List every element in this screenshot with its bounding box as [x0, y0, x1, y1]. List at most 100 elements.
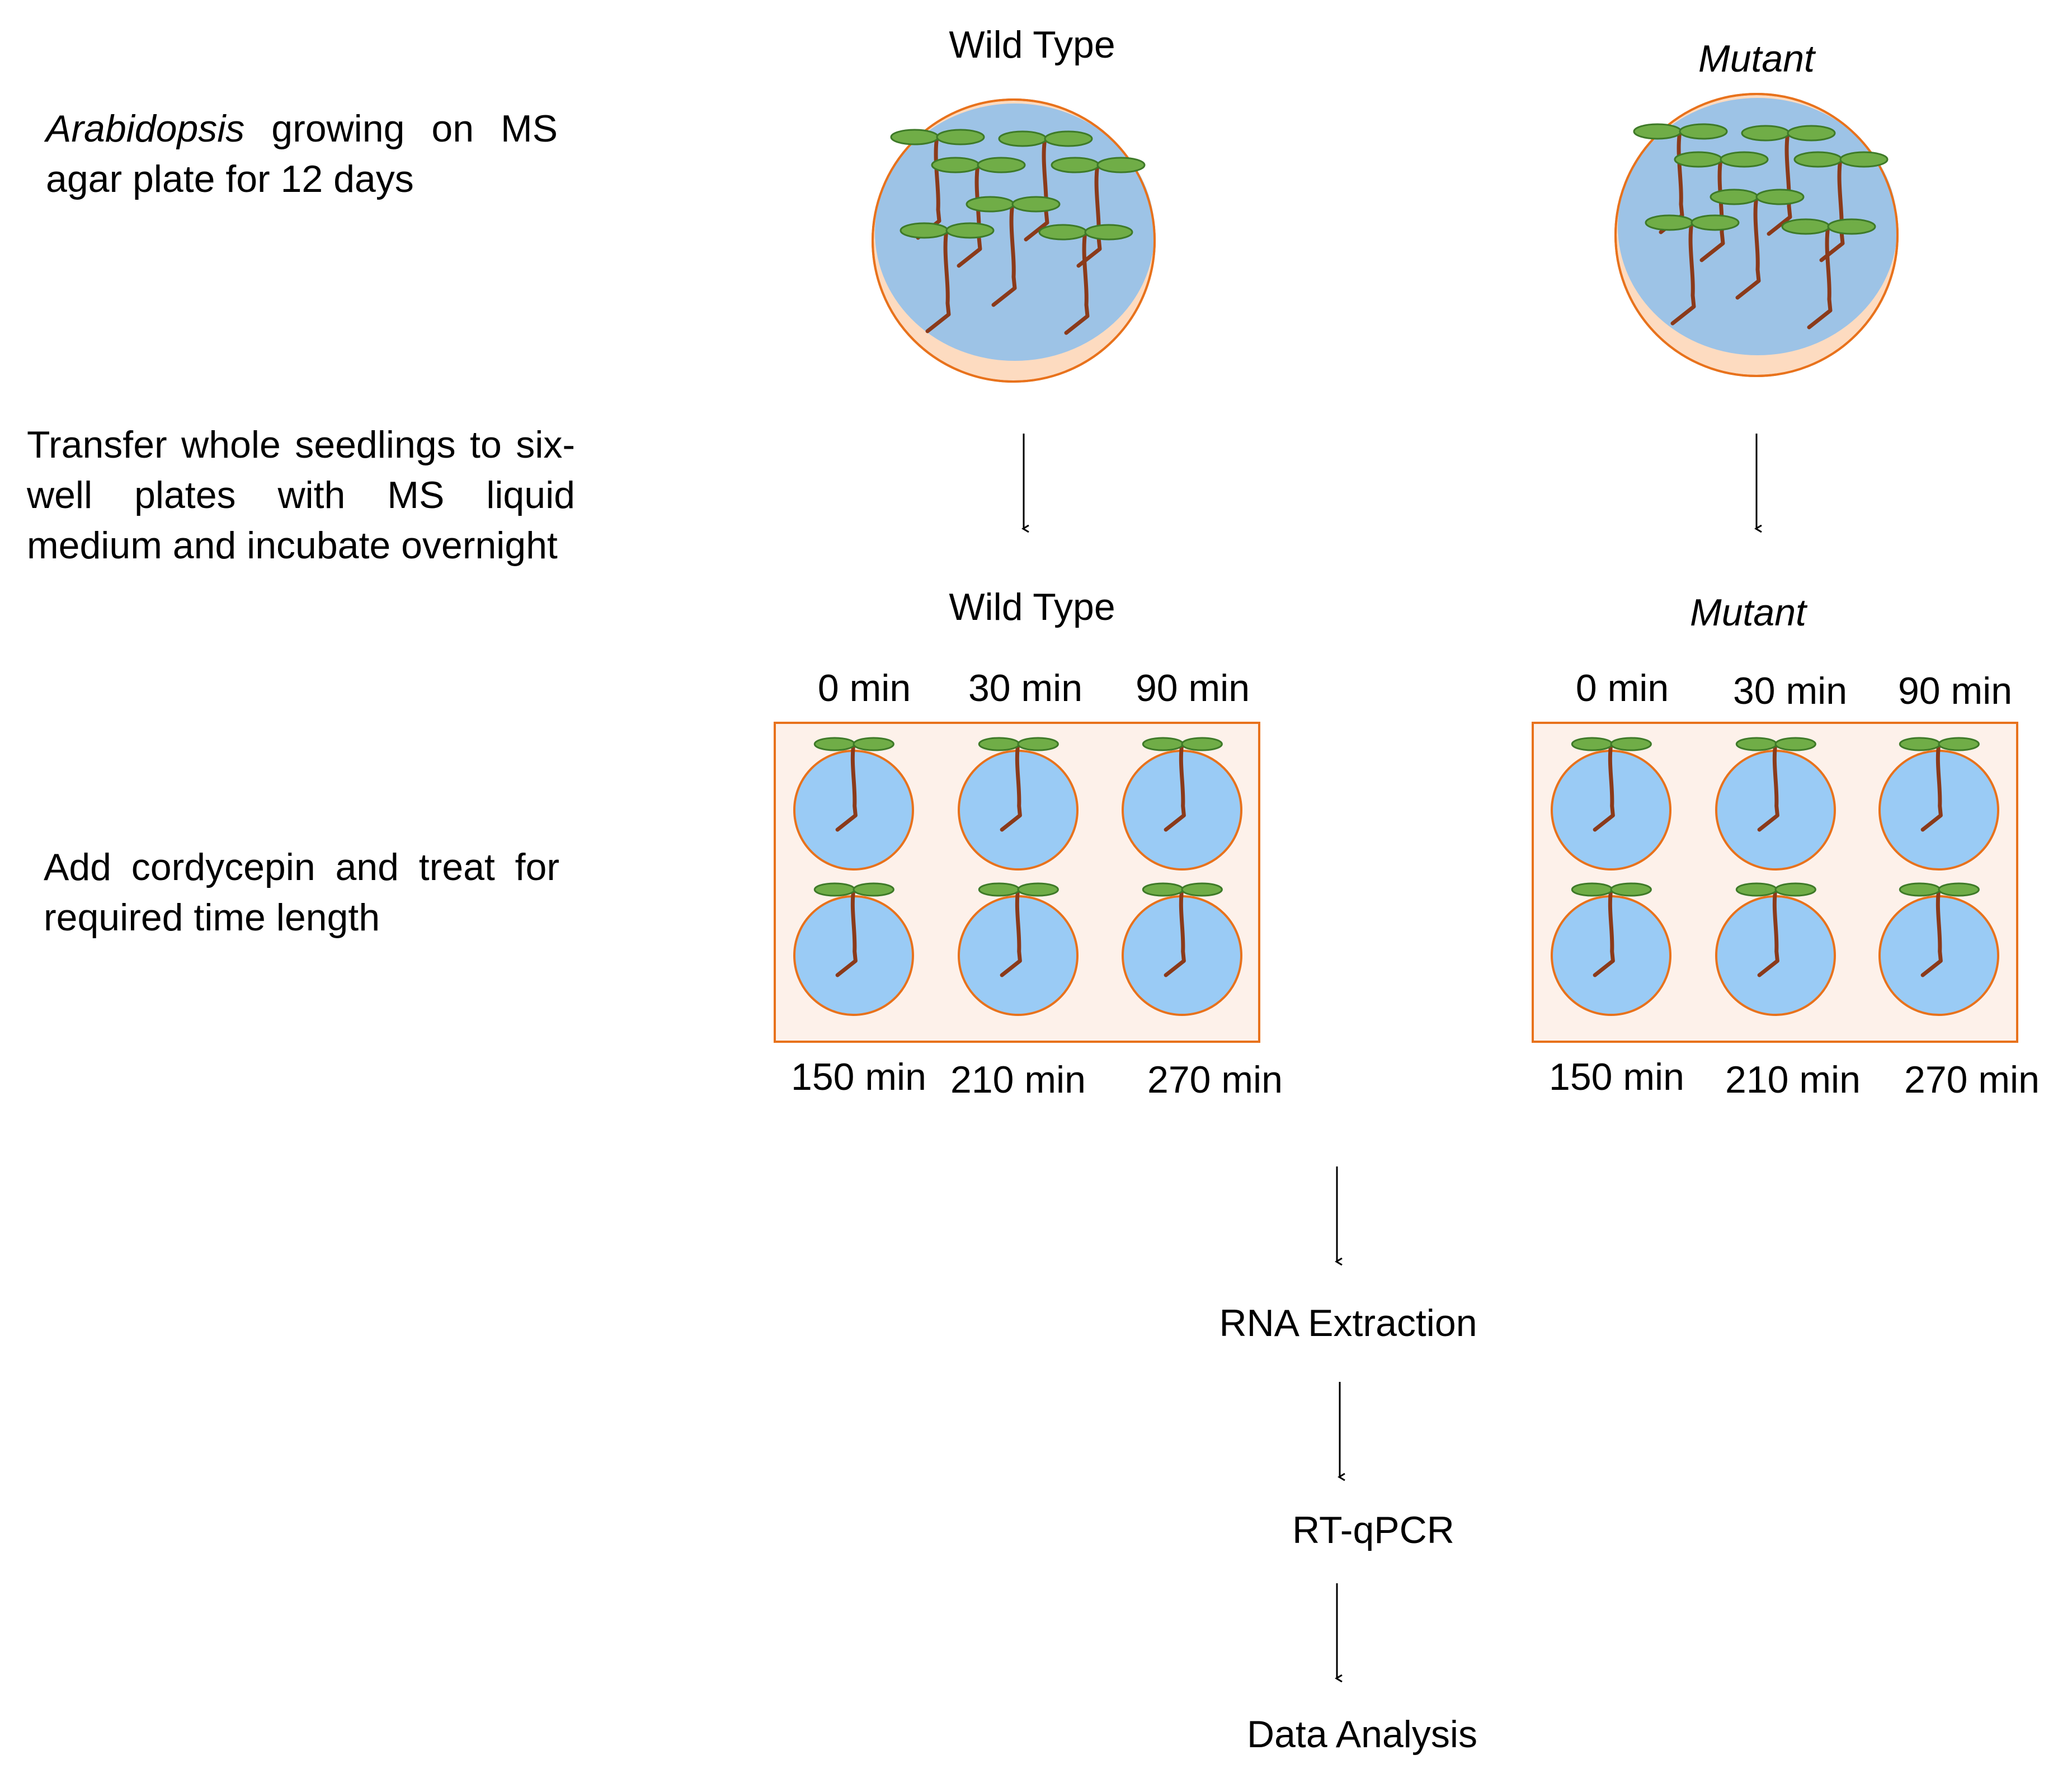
stem-icon	[1767, 131, 1792, 236]
stem-icon	[1920, 742, 1943, 832]
well	[1122, 737, 1242, 871]
wild-type-agar-plate	[872, 98, 1156, 383]
stem-icon	[1757, 887, 1779, 977]
seedling-icon	[1571, 882, 1652, 977]
well	[1551, 737, 1671, 871]
seedling-icon	[1899, 882, 1980, 977]
leaf-icon	[966, 196, 1015, 213]
leaf-icon	[1096, 157, 1146, 173]
leaf-icon	[936, 129, 985, 145]
stem-icon	[925, 228, 951, 333]
stem-icon	[1807, 224, 1833, 330]
leaf-icon	[1690, 214, 1740, 231]
seedling-icon	[1038, 224, 1133, 335]
stem-icon	[835, 742, 858, 832]
leaf-icon	[1755, 189, 1805, 205]
seedling-icon	[1051, 157, 1146, 268]
leaf-icon	[945, 222, 995, 239]
leaf-icon	[1774, 882, 1816, 897]
seedling-icon	[890, 129, 985, 240]
mut-time-label-2: 90 min	[1897, 670, 2013, 712]
leaf-icon	[1899, 882, 1941, 897]
well	[793, 737, 914, 871]
leaf-icon	[1610, 882, 1652, 897]
leaf-icon	[1017, 882, 1059, 897]
petri-dish-rim	[1614, 93, 1899, 377]
mutant-six-well-plate	[1532, 722, 2018, 1043]
mut-time-label-1: 30 min	[1732, 670, 1848, 712]
wt-time-label-2: 90 min	[1135, 667, 1250, 709]
leaf-icon	[1571, 737, 1613, 751]
seedling-icon	[813, 737, 894, 832]
stem-icon	[1164, 742, 1186, 832]
leaf-icon	[1142, 737, 1184, 751]
rt-qpcr-label: RT-qPCR	[1292, 1509, 1454, 1551]
species-name: Arabidopsis	[46, 107, 245, 150]
leaf-icon	[1181, 882, 1223, 897]
leaf-icon	[1017, 737, 1059, 751]
leaf-icon	[1781, 218, 1830, 235]
leaf-icon	[998, 130, 1047, 147]
leaf-icon	[1038, 224, 1087, 241]
leaf-icon	[1710, 189, 1759, 205]
leaf-icon	[1735, 737, 1778, 751]
well	[958, 737, 1079, 871]
stem-icon	[1659, 129, 1684, 234]
seedling-icon	[1571, 737, 1652, 832]
leaf-icon	[1679, 123, 1728, 140]
mut-time-label-5: 270 min	[1904, 1058, 2040, 1101]
stem-icon	[835, 887, 858, 977]
leaf-icon	[890, 129, 939, 145]
wt-time-label-0: 0 min	[817, 667, 911, 709]
stem-icon	[1593, 887, 1615, 977]
wt-time-label-5: 270 min	[1147, 1058, 1283, 1101]
stem-icon	[1920, 887, 1943, 977]
leaf-icon	[978, 737, 1020, 751]
seedling-icon	[978, 737, 1059, 832]
seedling-icon	[1633, 123, 1728, 234]
mut-time-label-0: 0 min	[1575, 667, 1669, 709]
well	[1122, 882, 1242, 1016]
wt-time-label-4: 210 min	[950, 1058, 1086, 1101]
seedling-icon	[1710, 189, 1805, 300]
seedling-icon	[900, 222, 995, 333]
leaf-icon	[813, 882, 856, 897]
leaf-icon	[1793, 151, 1843, 168]
leaf-icon	[1741, 125, 1790, 142]
mutant-agar-plate	[1614, 93, 1899, 377]
stem-icon	[1757, 742, 1779, 832]
leaf-icon	[1827, 218, 1876, 235]
leaf-icon	[1674, 151, 1723, 168]
stem-icon	[916, 135, 941, 240]
leaf-icon	[1633, 123, 1682, 140]
mutant-wellplate-label: Mutant	[1690, 591, 1806, 634]
leaf-icon	[900, 222, 949, 239]
stem-icon	[1670, 220, 1696, 326]
seedling-icon	[813, 882, 894, 977]
stem-icon	[1000, 887, 1022, 977]
seedling-icon	[978, 882, 1059, 977]
leaf-icon	[1610, 737, 1652, 751]
leaf-icon	[1774, 737, 1816, 751]
leaf-icon	[1084, 224, 1133, 241]
stem-icon	[1164, 887, 1186, 977]
wild-type-wellplate-label: Wild Type	[949, 586, 1115, 628]
leaf-icon	[1938, 882, 1980, 897]
wt-time-label-3: 150 min	[791, 1056, 926, 1098]
leaf-icon	[1011, 196, 1061, 213]
seedling-icon	[966, 196, 1061, 307]
step-treat-text: Add cordycepin and treat for required ti…	[44, 846, 559, 939]
leaf-icon	[1142, 882, 1184, 897]
leaf-icon	[978, 882, 1020, 897]
seedling-icon	[1781, 218, 1876, 330]
leaf-icon	[1839, 151, 1889, 168]
leaf-icon	[1571, 882, 1613, 897]
seedling-icon	[1142, 737, 1223, 832]
leaf-icon	[853, 882, 894, 897]
stem-icon	[1000, 742, 1022, 832]
seedling-icon	[931, 157, 1026, 268]
seedling-icon	[1899, 737, 1980, 832]
step-grow-text: Arabidopsis growing on MS agar plate for…	[46, 104, 558, 204]
data-analysis-label: Data Analysis	[1247, 1713, 1477, 1756]
